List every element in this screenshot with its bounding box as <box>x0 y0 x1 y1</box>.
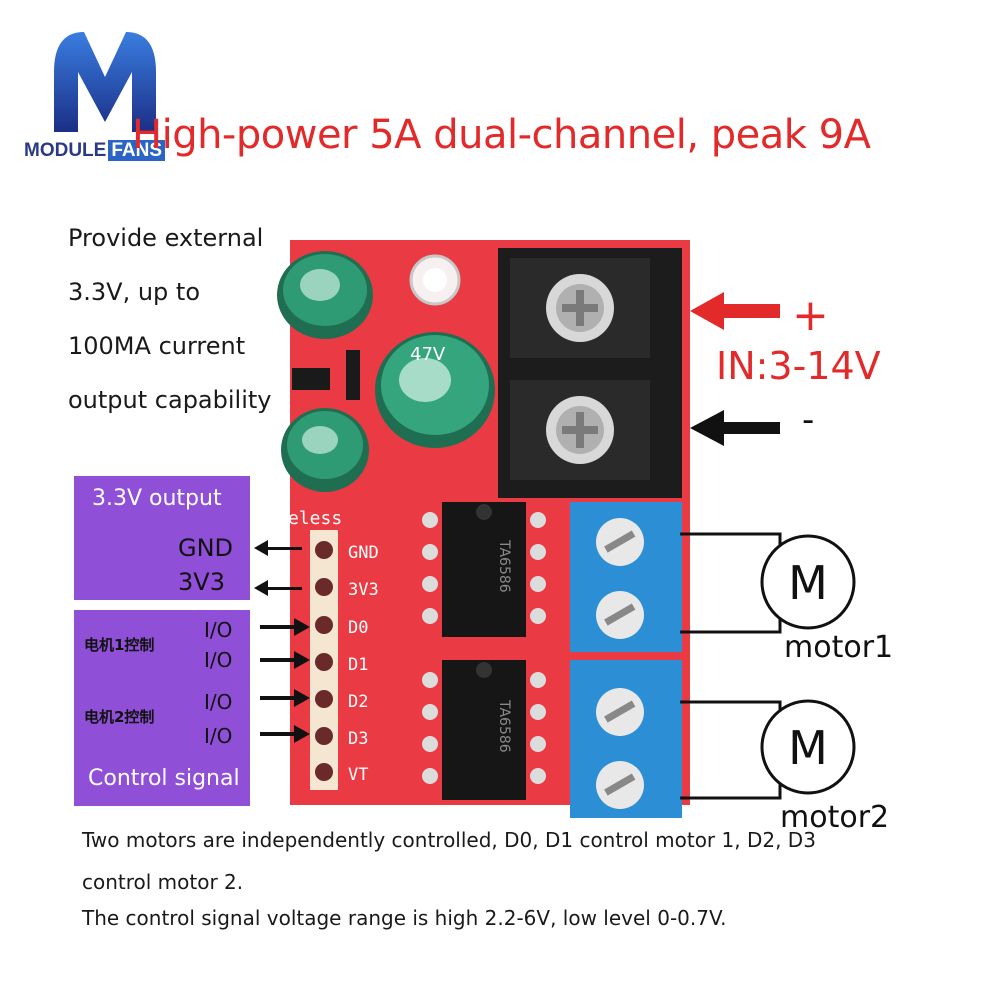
arrow-d3-in-icon <box>260 725 310 743</box>
pin-header <box>310 530 338 790</box>
motor-terminal-1-icon <box>570 502 682 652</box>
capacitor-2-icon: 47V <box>375 332 495 448</box>
power-note-line-4: output capability <box>68 386 272 414</box>
input-minus-sign: - <box>802 400 815 440</box>
motor1-icon: M <box>760 534 856 630</box>
capacitor-text: 47V <box>410 344 446 365</box>
motor2-symbol: M <box>788 721 828 775</box>
pcb-pin-gnd: GND <box>348 543 379 563</box>
output-box-label: 3.3V output <box>92 486 222 511</box>
brand-name-right: FANS <box>108 140 166 161</box>
control-box-label: Control signal <box>88 766 240 791</box>
page-title: High-power 5A dual-channel, peak 9A <box>132 112 871 158</box>
motor1-control-label: 电机1控制 <box>84 636 155 654</box>
driver-chip-2-icon: TA6586 <box>422 660 546 800</box>
chip-1-text: TA6586 <box>496 539 512 593</box>
input-arrows <box>690 292 780 446</box>
io-label-d3: I/O <box>204 724 233 748</box>
pin-arrows <box>254 540 310 743</box>
capacitor-1-icon <box>277 251 373 339</box>
negative-arrow-icon <box>690 410 780 446</box>
io-label-d1: I/O <box>204 648 233 672</box>
pcb-pin-d2: D2 <box>348 692 368 712</box>
output-box <box>74 476 250 600</box>
capacitor-3-icon <box>281 408 369 492</box>
driver-chip-1-icon: TA6586 <box>422 502 546 637</box>
chip-2-text: TA6586 <box>496 699 512 753</box>
logo-mark-icon <box>54 32 156 132</box>
output-pin-3v3: 3V3 <box>178 568 225 596</box>
motor2-label: motor2 <box>780 800 890 835</box>
driver-board: 47V eless GND 3V3 D0 D1 D2 D3 VT TA6586 <box>277 240 690 818</box>
regulator-chip-icon <box>292 368 330 390</box>
pcb-pin-d3: D3 <box>348 729 368 749</box>
motor-wiring: M M <box>680 532 856 800</box>
power-note-line-3: 100MA current <box>68 332 246 360</box>
motor2-control-label: 电机2控制 <box>84 708 155 726</box>
pcb-pin-3v3: 3V3 <box>348 580 379 600</box>
input-plus-sign: + <box>792 290 829 341</box>
power-terminal-icon <box>498 248 682 498</box>
output-pin-gnd: GND <box>178 534 234 562</box>
pcb-silk-label: eless <box>288 508 342 529</box>
arrow-d2-in-icon <box>260 689 310 707</box>
power-note-line-1: Provide external <box>68 224 264 252</box>
motor1-symbol: M <box>788 556 828 610</box>
pcb-pin-d0: D0 <box>348 618 368 638</box>
diode-icon <box>346 350 360 400</box>
footer-line-2: control motor 2. <box>82 870 244 894</box>
arrow-3v3-out-icon <box>254 580 302 596</box>
footer-line-3: The control signal voltage range is high… <box>82 906 727 930</box>
positive-arrow-icon <box>690 292 780 330</box>
arrow-d0-in-icon <box>260 618 310 636</box>
footer-line-1: Two motors are independently controlled,… <box>82 828 816 852</box>
arrow-gnd-out-icon <box>254 540 302 556</box>
motor2-icon: M <box>760 699 856 795</box>
control-box <box>74 610 250 806</box>
motor-terminal-2-icon <box>570 660 682 818</box>
motor1-label: motor1 <box>784 630 894 665</box>
io-label-d2: I/O <box>204 690 233 714</box>
arrow-d1-in-icon <box>260 651 310 669</box>
brand-name-left: MODULE <box>24 140 107 161</box>
input-voltage-range: IN:3-14V <box>716 344 881 388</box>
module-fans-logo <box>44 22 166 144</box>
io-label-d0: I/O <box>204 618 233 642</box>
pcb-pin-vt: VT <box>348 765 368 785</box>
power-note-line-2: 3.3V, up to <box>68 278 201 306</box>
pcb-pin-d1: D1 <box>348 655 368 675</box>
